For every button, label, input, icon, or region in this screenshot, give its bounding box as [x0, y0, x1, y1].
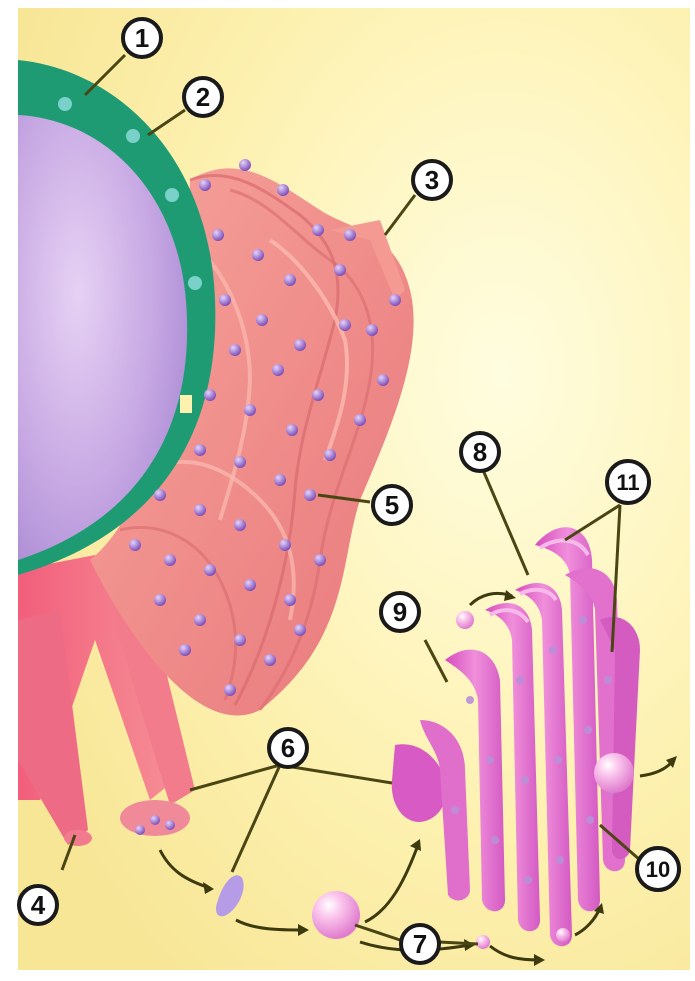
label-8-text: 8	[473, 437, 487, 467]
label-4: 4	[19, 886, 57, 924]
label-8: 8	[461, 433, 499, 471]
small-vesicle	[456, 611, 474, 629]
secretory-vesicle	[594, 753, 634, 793]
label-9-text: 9	[393, 597, 407, 627]
label-2-text: 2	[196, 82, 210, 112]
label-7-text: 7	[413, 929, 427, 959]
label-6-text: 6	[281, 733, 295, 763]
nuclear-pore-dot	[165, 188, 179, 202]
label-5-text: 5	[385, 490, 399, 520]
label-4-text: 4	[31, 890, 46, 920]
label-1-text: 1	[135, 23, 149, 53]
label-10: 10	[637, 848, 679, 890]
label-3: 3	[413, 161, 451, 199]
label-11-text: 11	[616, 470, 639, 495]
nuclear-pore	[180, 395, 192, 413]
label-10-text: 10	[646, 857, 670, 882]
nuclear-pore-dot	[126, 129, 140, 143]
small-vesicle	[476, 935, 490, 949]
label-7: 7	[401, 925, 439, 963]
label-1: 1	[123, 19, 161, 57]
label-9: 9	[381, 593, 419, 631]
nuclear-pore-dot	[58, 97, 72, 111]
label-6: 6	[269, 729, 307, 767]
transport-vesicle	[312, 891, 360, 939]
label-11: 11	[607, 461, 649, 503]
label-5: 5	[373, 486, 411, 524]
label-2: 2	[184, 78, 222, 116]
label-3-text: 3	[425, 165, 439, 195]
nuclear-pore-dot	[188, 276, 202, 290]
small-vesicle	[556, 928, 570, 942]
